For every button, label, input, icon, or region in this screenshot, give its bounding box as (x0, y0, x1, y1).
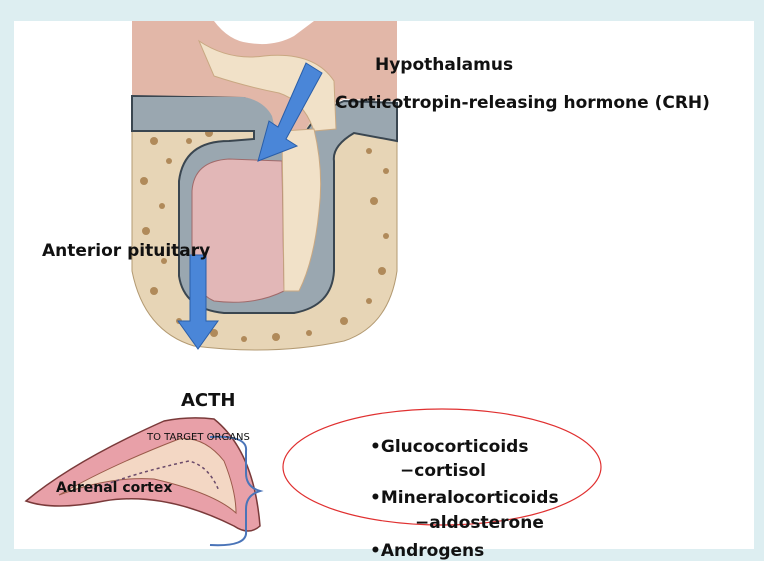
anterior-pituitary-label: Anterior pituitary (42, 241, 210, 261)
target-organs-label: TO TARGET ORGANS (147, 432, 250, 443)
hypothalamus-label: Hypothalamus (375, 55, 513, 75)
crh-label: Corticotropin-releasing hormone (CRH) (335, 93, 710, 113)
acth-label: ACTH (181, 390, 235, 411)
cortisol-item: −cortisol (400, 461, 486, 481)
aldosterone-item: −aldosterone (415, 513, 544, 533)
glucocorticoids-item: •Glucocorticoids (370, 437, 528, 457)
mineralocorticoids-item: •Mineralocorticoids (370, 488, 559, 508)
adrenal-cortex-label: Adrenal cortex (56, 480, 172, 496)
slide: Hypothalamus Corticotropin-releasing hor… (14, 21, 754, 549)
androgens-item: •Androgens (370, 541, 484, 561)
